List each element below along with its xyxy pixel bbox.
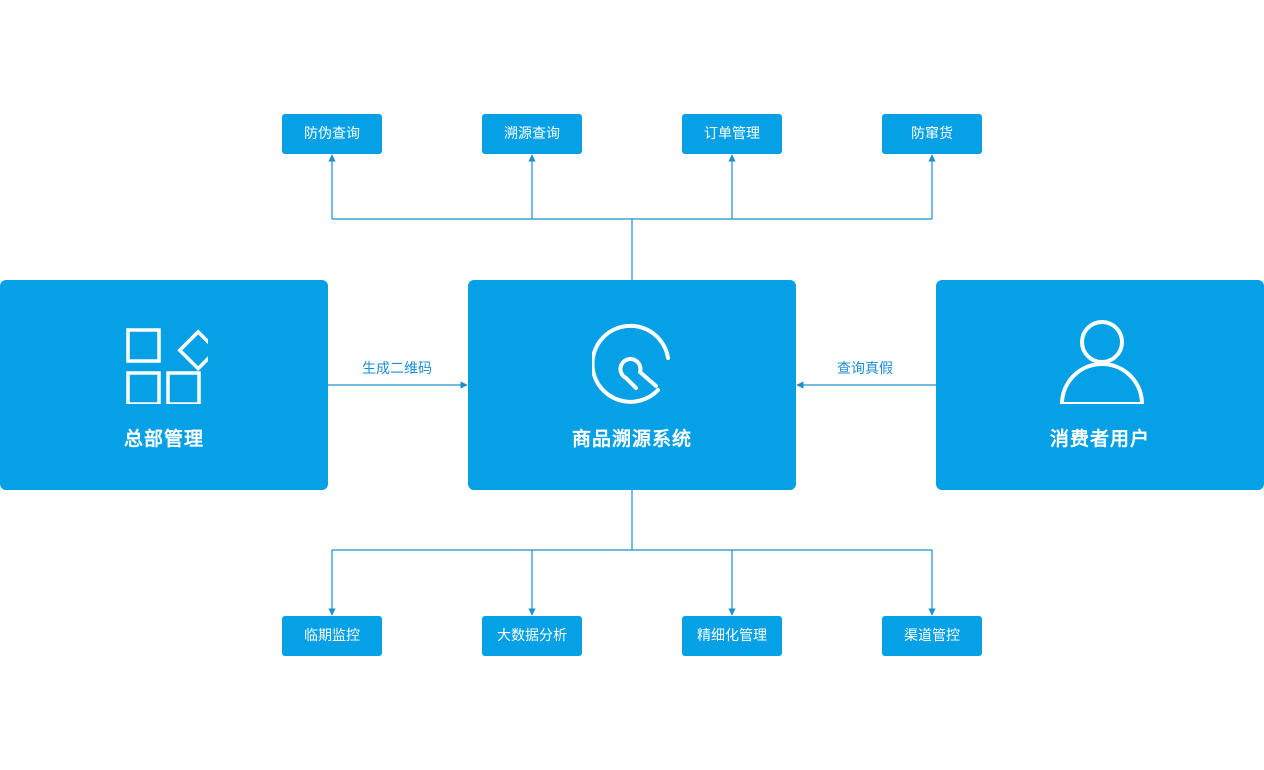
user-icon xyxy=(1060,320,1144,404)
product-trace-system-label: 商品溯源系统 xyxy=(571,428,692,450)
apps-grid-icon xyxy=(126,328,208,404)
consumer-user-box[interactable]: 消费者用户 xyxy=(936,280,1264,490)
feature-channel-control[interactable]: 渠道管控 xyxy=(882,616,982,656)
trace-logo-icon xyxy=(592,323,670,404)
feature-big-data-analysis[interactable]: 大数据分析 xyxy=(482,616,582,656)
feature-order-management[interactable]: 订单管理 xyxy=(682,114,782,154)
feature-expiry-monitoring[interactable]: 临期监控 xyxy=(282,616,382,656)
feature-fine-management[interactable]: 精细化管理 xyxy=(682,616,782,656)
feature-trace-query[interactable]: 溯源查询 xyxy=(482,114,582,154)
feature-anti-counterfeit-query[interactable]: 防伪查询 xyxy=(282,114,382,154)
generate-qr-code-label: 生成二维码 xyxy=(362,361,432,377)
verify-authenticity-label: 查询真假 xyxy=(837,361,893,377)
hq-management-box[interactable]: 总部管理 xyxy=(0,280,328,490)
hq-management-label: 总部管理 xyxy=(123,428,204,450)
consumer-user-label: 消费者用户 xyxy=(1049,428,1150,450)
product-trace-system-box[interactable]: 商品溯源系统 xyxy=(468,280,796,490)
feature-anti-channel-conflict[interactable]: 防窜货 xyxy=(882,114,982,154)
